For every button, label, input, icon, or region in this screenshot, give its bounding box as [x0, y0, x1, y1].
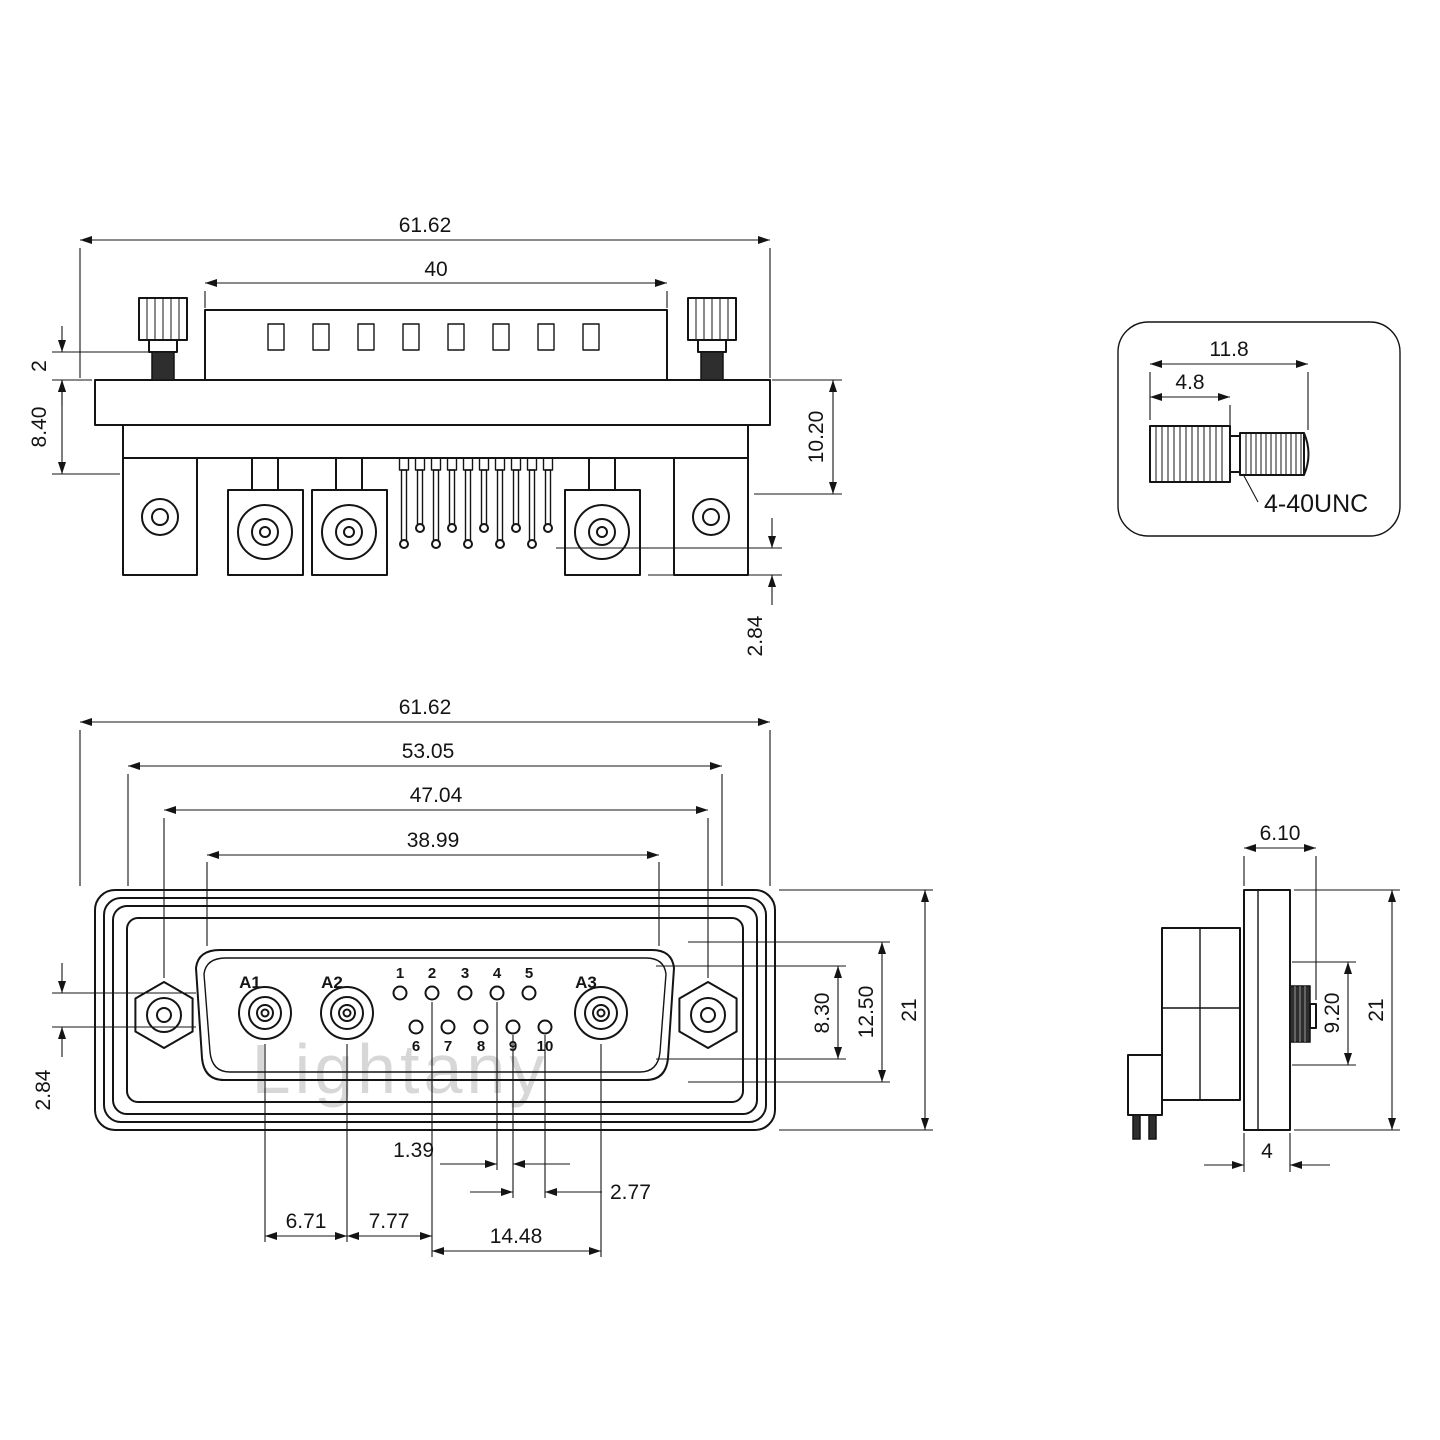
coax-a3-front — [574, 986, 628, 1040]
dim-label: 47.04 — [410, 784, 463, 807]
dim-label: 2 — [28, 360, 51, 372]
right-thumbscrew — [687, 297, 737, 381]
side-view-part — [1127, 889, 1317, 1140]
coax-a1-top — [227, 457, 304, 576]
signal-pins-top — [398, 457, 554, 549]
dim-label: 9.20 — [1321, 993, 1344, 1034]
dim-label: 2.77 — [610, 1181, 651, 1204]
dim-label: 8.40 — [28, 407, 51, 448]
dim-label: 8.30 — [811, 993, 834, 1034]
label-pin-1: 1 — [396, 965, 404, 982]
side-flange — [1243, 889, 1291, 1131]
jackscrew-part — [1149, 425, 1310, 483]
dim-side-flange-thickness: 4 — [1204, 1133, 1330, 1172]
dim-label: 6.10 — [1260, 822, 1301, 845]
dim-side-screw-height: 9.20 — [1292, 961, 1356, 1066]
top-view-part — [94, 297, 771, 576]
coax-a3-top — [564, 457, 641, 576]
label-a1: A1 — [239, 973, 261, 992]
label-pin-7: 7 — [444, 1038, 452, 1055]
dim-label: 12.50 — [855, 986, 878, 1039]
dim-label: 38.99 — [407, 829, 460, 852]
dim-label: 7.77 — [369, 1210, 410, 1233]
dim-front-half-pitch: 1.39 — [393, 1139, 570, 1168]
dim-top-pin-offset: 2.84 — [556, 518, 782, 656]
dim-top-insert-width: 40 — [204, 258, 668, 308]
dim-front-a2-pin: 7.77 — [347, 1210, 432, 1240]
dim-label: 61.62 — [399, 214, 452, 237]
right-hex-jackscrew — [678, 981, 738, 1049]
left-mount-bracket — [122, 457, 198, 576]
dim-side-protrusion: 6.10 — [1243, 822, 1317, 1000]
side-view: 6.10 9.20 21 4 — [1127, 822, 1400, 1172]
dim-label: 21 — [1365, 998, 1388, 1021]
top-insulator — [204, 309, 668, 381]
dim-front-height: 21 — [779, 889, 933, 1131]
coax-a2-front — [320, 986, 374, 1040]
label-pin-2: 2 — [428, 965, 436, 982]
pin-row1 — [392, 985, 537, 1001]
dim-front-w2: 53.05 — [127, 740, 723, 886]
dim-label: 4 — [1261, 1140, 1273, 1163]
front-view: Lightany — [32, 696, 933, 1257]
label-a3: A3 — [575, 973, 597, 992]
dim-label: 1.39 — [393, 1139, 434, 1162]
dim-front-pitch: 2.77 — [470, 1181, 651, 1204]
dim-label: 21 — [898, 998, 921, 1021]
top-flange — [94, 379, 771, 426]
dim-label: 4.8 — [1175, 371, 1204, 394]
dim-label: 10.20 — [805, 411, 828, 464]
dim-front-overall-width: 61.62 — [79, 696, 771, 886]
dim-front-h2: 12.50 — [688, 941, 890, 1083]
dim-screw-length: 11.8 — [1149, 338, 1309, 430]
side-jackscrew — [1289, 985, 1317, 1043]
dim-label: 2.84 — [744, 615, 767, 656]
label-pin-5: 5 — [525, 965, 533, 982]
label-a2: A2 — [321, 973, 343, 992]
right-mount-bracket — [673, 457, 749, 576]
dim-front-w3: 47.04 — [163, 784, 709, 978]
dim-label: 14.48 — [490, 1225, 543, 1248]
label-pin-6: 6 — [412, 1038, 420, 1055]
top-view: 61.62 40 2 8.40 10.20 2.84 — [28, 214, 842, 656]
thread-spec-label: 4-40UNC — [1264, 490, 1368, 518]
dim-label: 53.05 — [402, 740, 455, 763]
front-shell-outer — [94, 889, 776, 1131]
dim-side-height: 21 — [1294, 889, 1400, 1131]
coax-a2-top — [311, 457, 388, 576]
dim-top-lip: 2 — [28, 326, 148, 406]
coax-a1-front — [238, 986, 292, 1040]
label-pin-3: 3 — [461, 965, 469, 982]
dim-label: 11.8 — [1209, 338, 1248, 361]
dim-label: 40 — [424, 258, 447, 281]
side-body — [1161, 927, 1241, 1101]
thread-callout: 4-40UNC — [1242, 473, 1368, 518]
d-insert-inner — [203, 957, 667, 1073]
d-insert-outer — [195, 949, 675, 1081]
dim-front-a1-a2: 6.71 — [265, 1210, 347, 1240]
front-bottom-extensions — [264, 1002, 602, 1257]
dim-front-w4: 38.99 — [206, 829, 660, 946]
detail-bubble — [1117, 321, 1401, 537]
label-pin-8: 8 — [477, 1038, 485, 1055]
label-pin-4: 4 — [493, 965, 502, 982]
dim-label: 6.71 — [286, 1210, 327, 1233]
side-bracket — [1127, 1054, 1163, 1116]
dim-top-depth: 10.20 — [754, 379, 842, 495]
screw-detail-view: 11.8 4.8 4-40UNC — [1117, 321, 1401, 537]
left-thumbscrew — [138, 297, 188, 381]
dim-label: 2.84 — [32, 1069, 55, 1110]
dim-front-h1: 8.30 — [656, 965, 846, 1060]
top-body — [122, 424, 749, 459]
watermark: Lightany — [252, 1030, 549, 1108]
dim-front-row-gap: 2.84 — [32, 963, 196, 1110]
dim-front-pin-a3: 14.48 — [432, 1225, 601, 1255]
dim-top-body-height: 8.40 — [28, 380, 120, 475]
dim-label: 61.62 — [399, 696, 452, 719]
pin-row2 — [408, 1019, 553, 1035]
left-hex-jackscrew — [134, 981, 194, 1049]
dim-top-overall-width: 61.62 — [79, 214, 771, 378]
dim-screw-head: 4.8 — [1150, 371, 1231, 430]
